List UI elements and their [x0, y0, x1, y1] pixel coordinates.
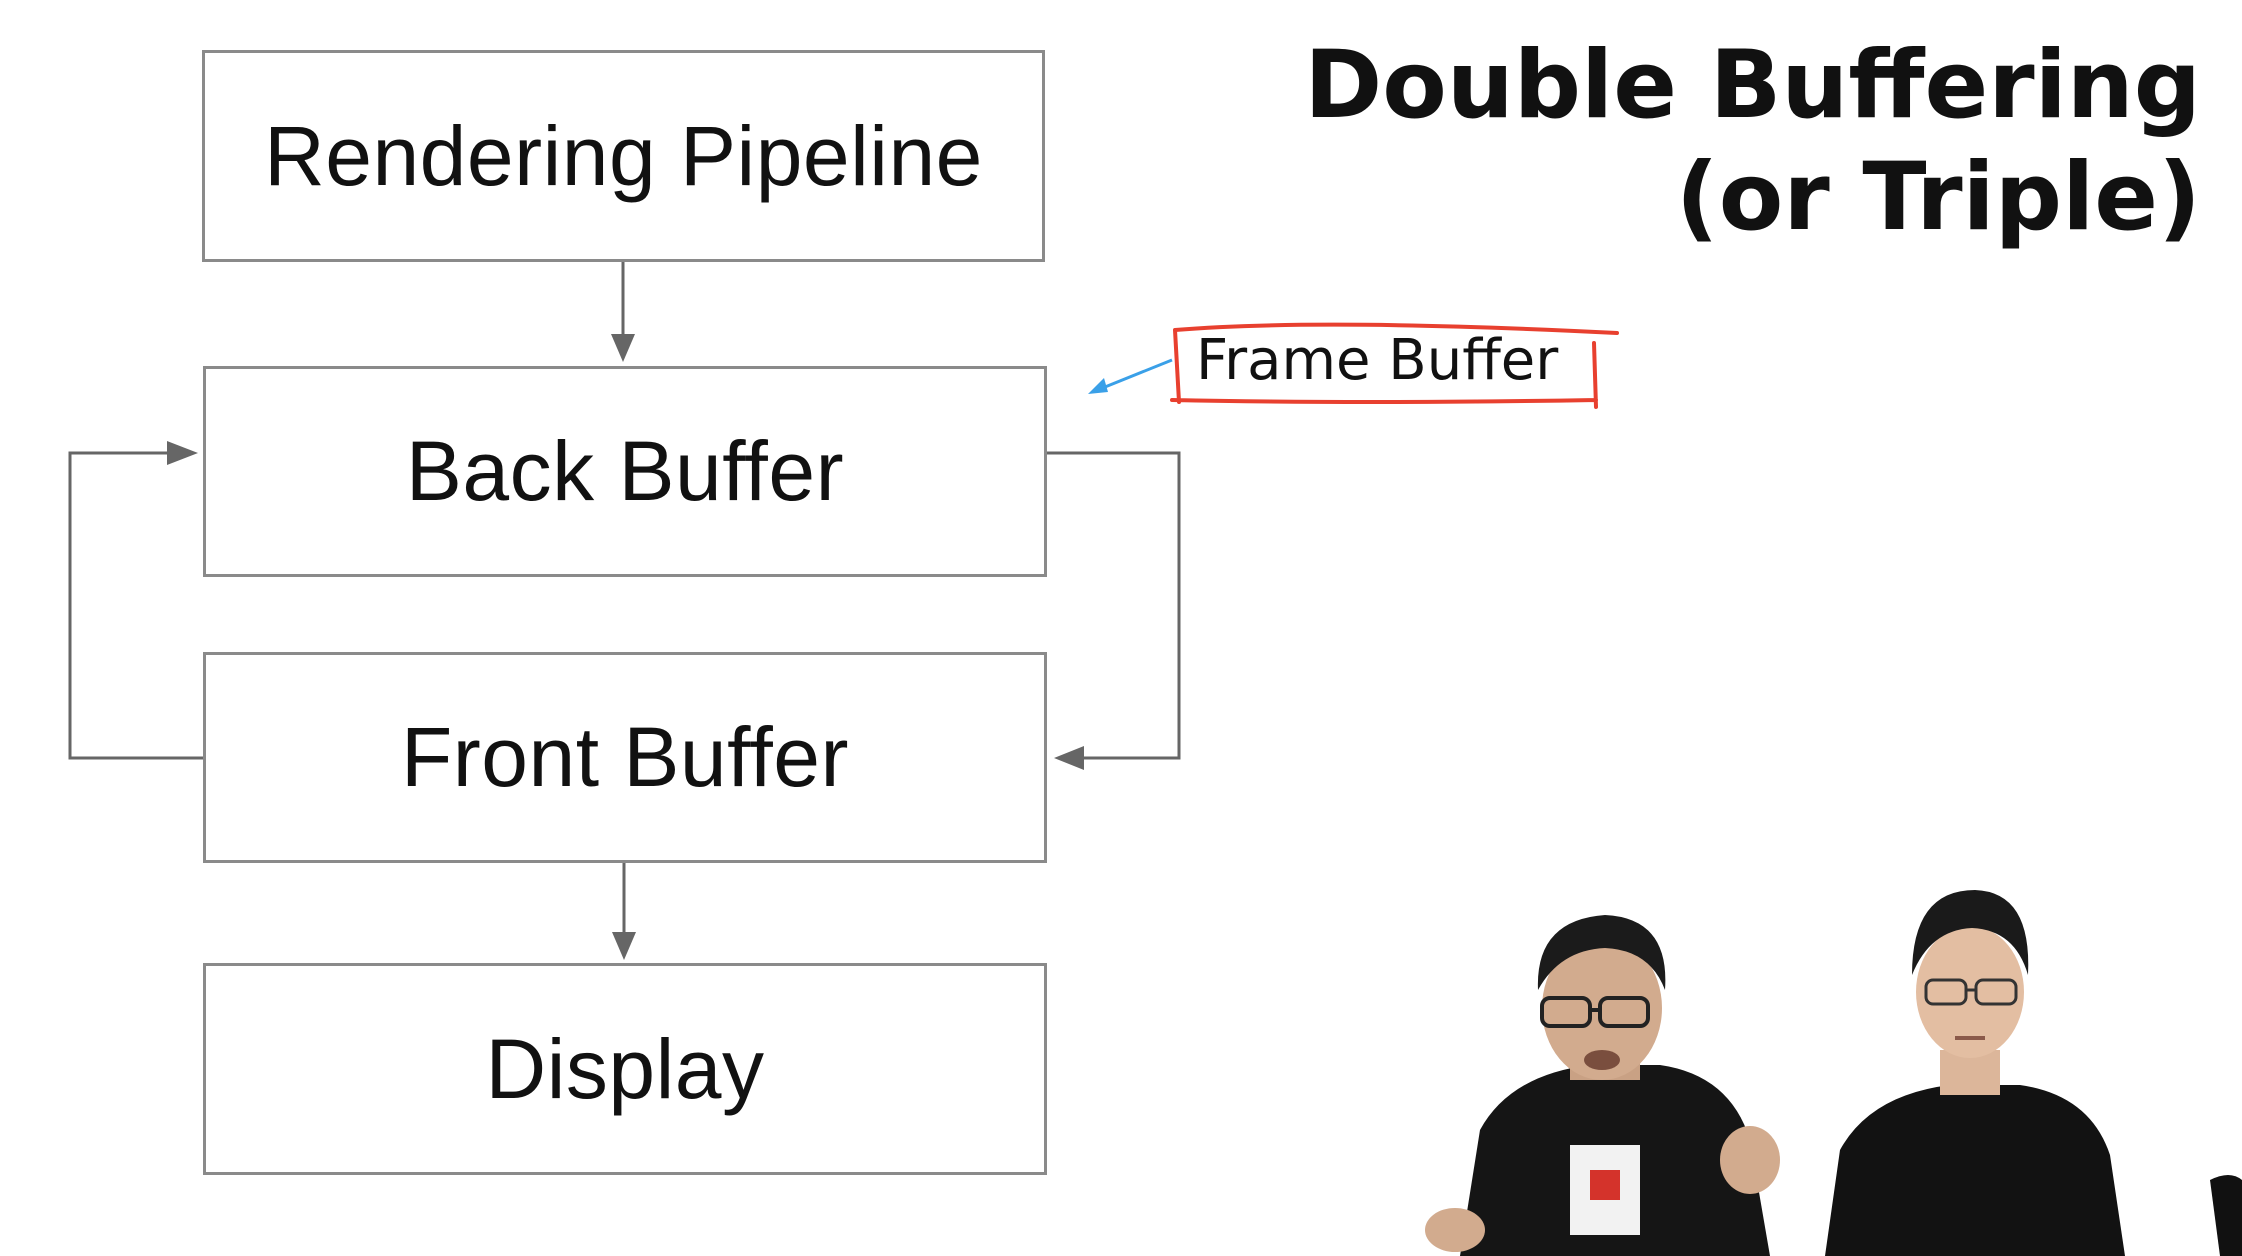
front-buffer-box: Front Buffer: [203, 652, 1047, 863]
presenter-webcam-overlay: [1420, 880, 2242, 1256]
arrow-pipeline-to-back: [611, 262, 635, 362]
frame-buffer-outline: [1170, 322, 1619, 409]
presenter-right: [1825, 890, 2125, 1256]
title-line-1: Double Buffering: [1304, 31, 2201, 140]
presenter-left: [1425, 915, 1780, 1256]
frame-buffer-label: Frame Buffer: [1196, 328, 1559, 393]
slide-title: Double Buffering (or Triple): [1304, 30, 2201, 254]
arrow-front-to-back: [68, 441, 203, 760]
presenters-illustration: [1425, 890, 2242, 1256]
frame-buffer-pointer: [1088, 358, 1173, 394]
arrow-front-to-display: [612, 863, 636, 960]
arrow-back-to-front: [1047, 451, 1181, 770]
rendering-pipeline-box: Rendering Pipeline: [202, 50, 1045, 262]
title-line-2: (or Triple): [1675, 143, 2201, 252]
back-buffer-box: Back Buffer: [203, 366, 1047, 577]
display-box: Display: [203, 963, 1047, 1175]
